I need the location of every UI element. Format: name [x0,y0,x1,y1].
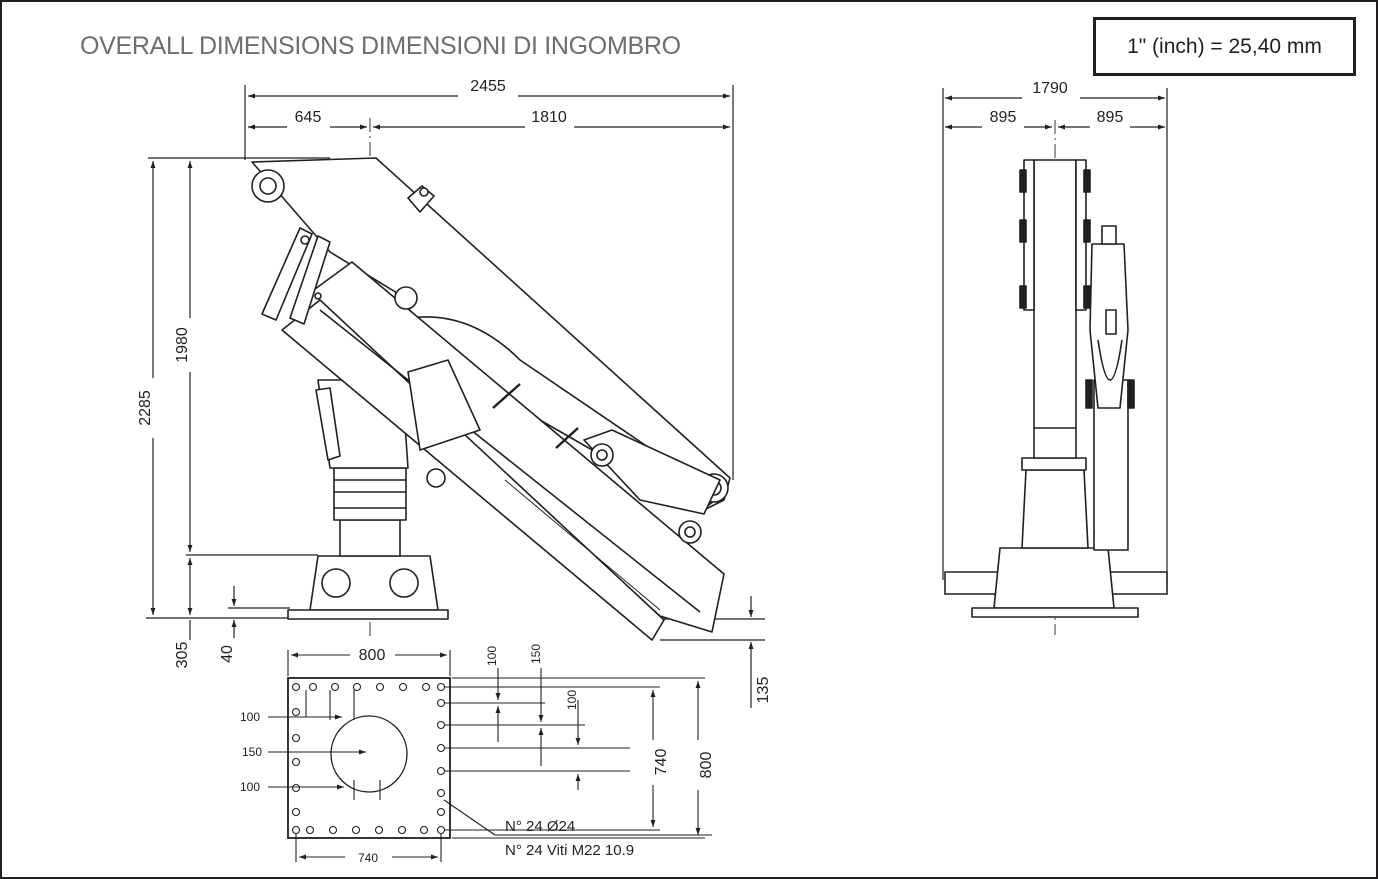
dim-40: 40 [219,645,236,663]
base-plate-dimensions [268,650,712,862]
dim-1810: 1810 [531,109,567,126]
front-boom [1033,159,1077,459]
dim-895-left: 895 [990,109,1017,126]
plate-dim-100-left-a: 100 [240,710,260,724]
dim-2455: 2455 [470,78,506,95]
front-column [1021,469,1089,549]
dim-1980: 1980 [174,327,191,363]
crane-front-view [944,159,1168,618]
bolts-note: N° 24 Viti M22 10.9 [505,842,634,859]
base-hole-left [321,568,351,598]
cross-bar-1 [492,383,521,409]
cross-bar-2 [555,427,579,449]
plate-dim-150-left: 150 [242,745,262,759]
plate-dim-740-bottom: 740 [358,851,378,865]
crane-side-view [251,157,731,641]
dim-2285: 2285 [137,390,154,426]
unit-conversion-box: 1" (inch) = 25,40 mm [1093,17,1356,76]
plate-dim-100-left-b: 100 [240,780,260,794]
plate-dim-800-right: 800 [698,752,715,779]
front-base-plate [971,607,1139,618]
slewing-ring [333,467,407,521]
base-plate [287,609,449,620]
plate-dim-100-right: 100 [565,690,579,710]
plate-dim-800-top: 800 [359,647,386,664]
link-arm [583,429,721,515]
dim-645: 645 [295,109,322,126]
dim-1790: 1790 [1032,80,1068,97]
strut [315,387,341,461]
knuckle-bracket [407,359,481,451]
base-hole-right [389,568,419,598]
dim-305: 305 [174,642,191,669]
pivot-lug [394,286,418,310]
cylinder-right [289,235,331,325]
cylinder-left [261,227,313,321]
dim-135: 135 [755,677,772,704]
base-plate-plan [287,677,451,839]
plate-centre-bore [330,715,408,793]
column [339,519,401,557]
plate-dim-100-top: 100 [485,646,499,666]
front-base [993,547,1115,609]
dim-895-right: 895 [1097,109,1124,126]
bolt-holes [291,682,446,835]
plate-dim-150-top: 150 [529,644,543,664]
foot-pin [426,468,446,488]
side-view-dimensions [146,85,765,708]
plate-dim-740-right: 740 [653,749,670,776]
drawing-title: OVERALL DIMENSIONS DIMENSIONI DI INGOMBR… [80,32,681,60]
plate-outline [287,677,451,839]
holes-note: N° 24 Ø24 [505,818,575,835]
front-slew-ring [1021,457,1087,471]
